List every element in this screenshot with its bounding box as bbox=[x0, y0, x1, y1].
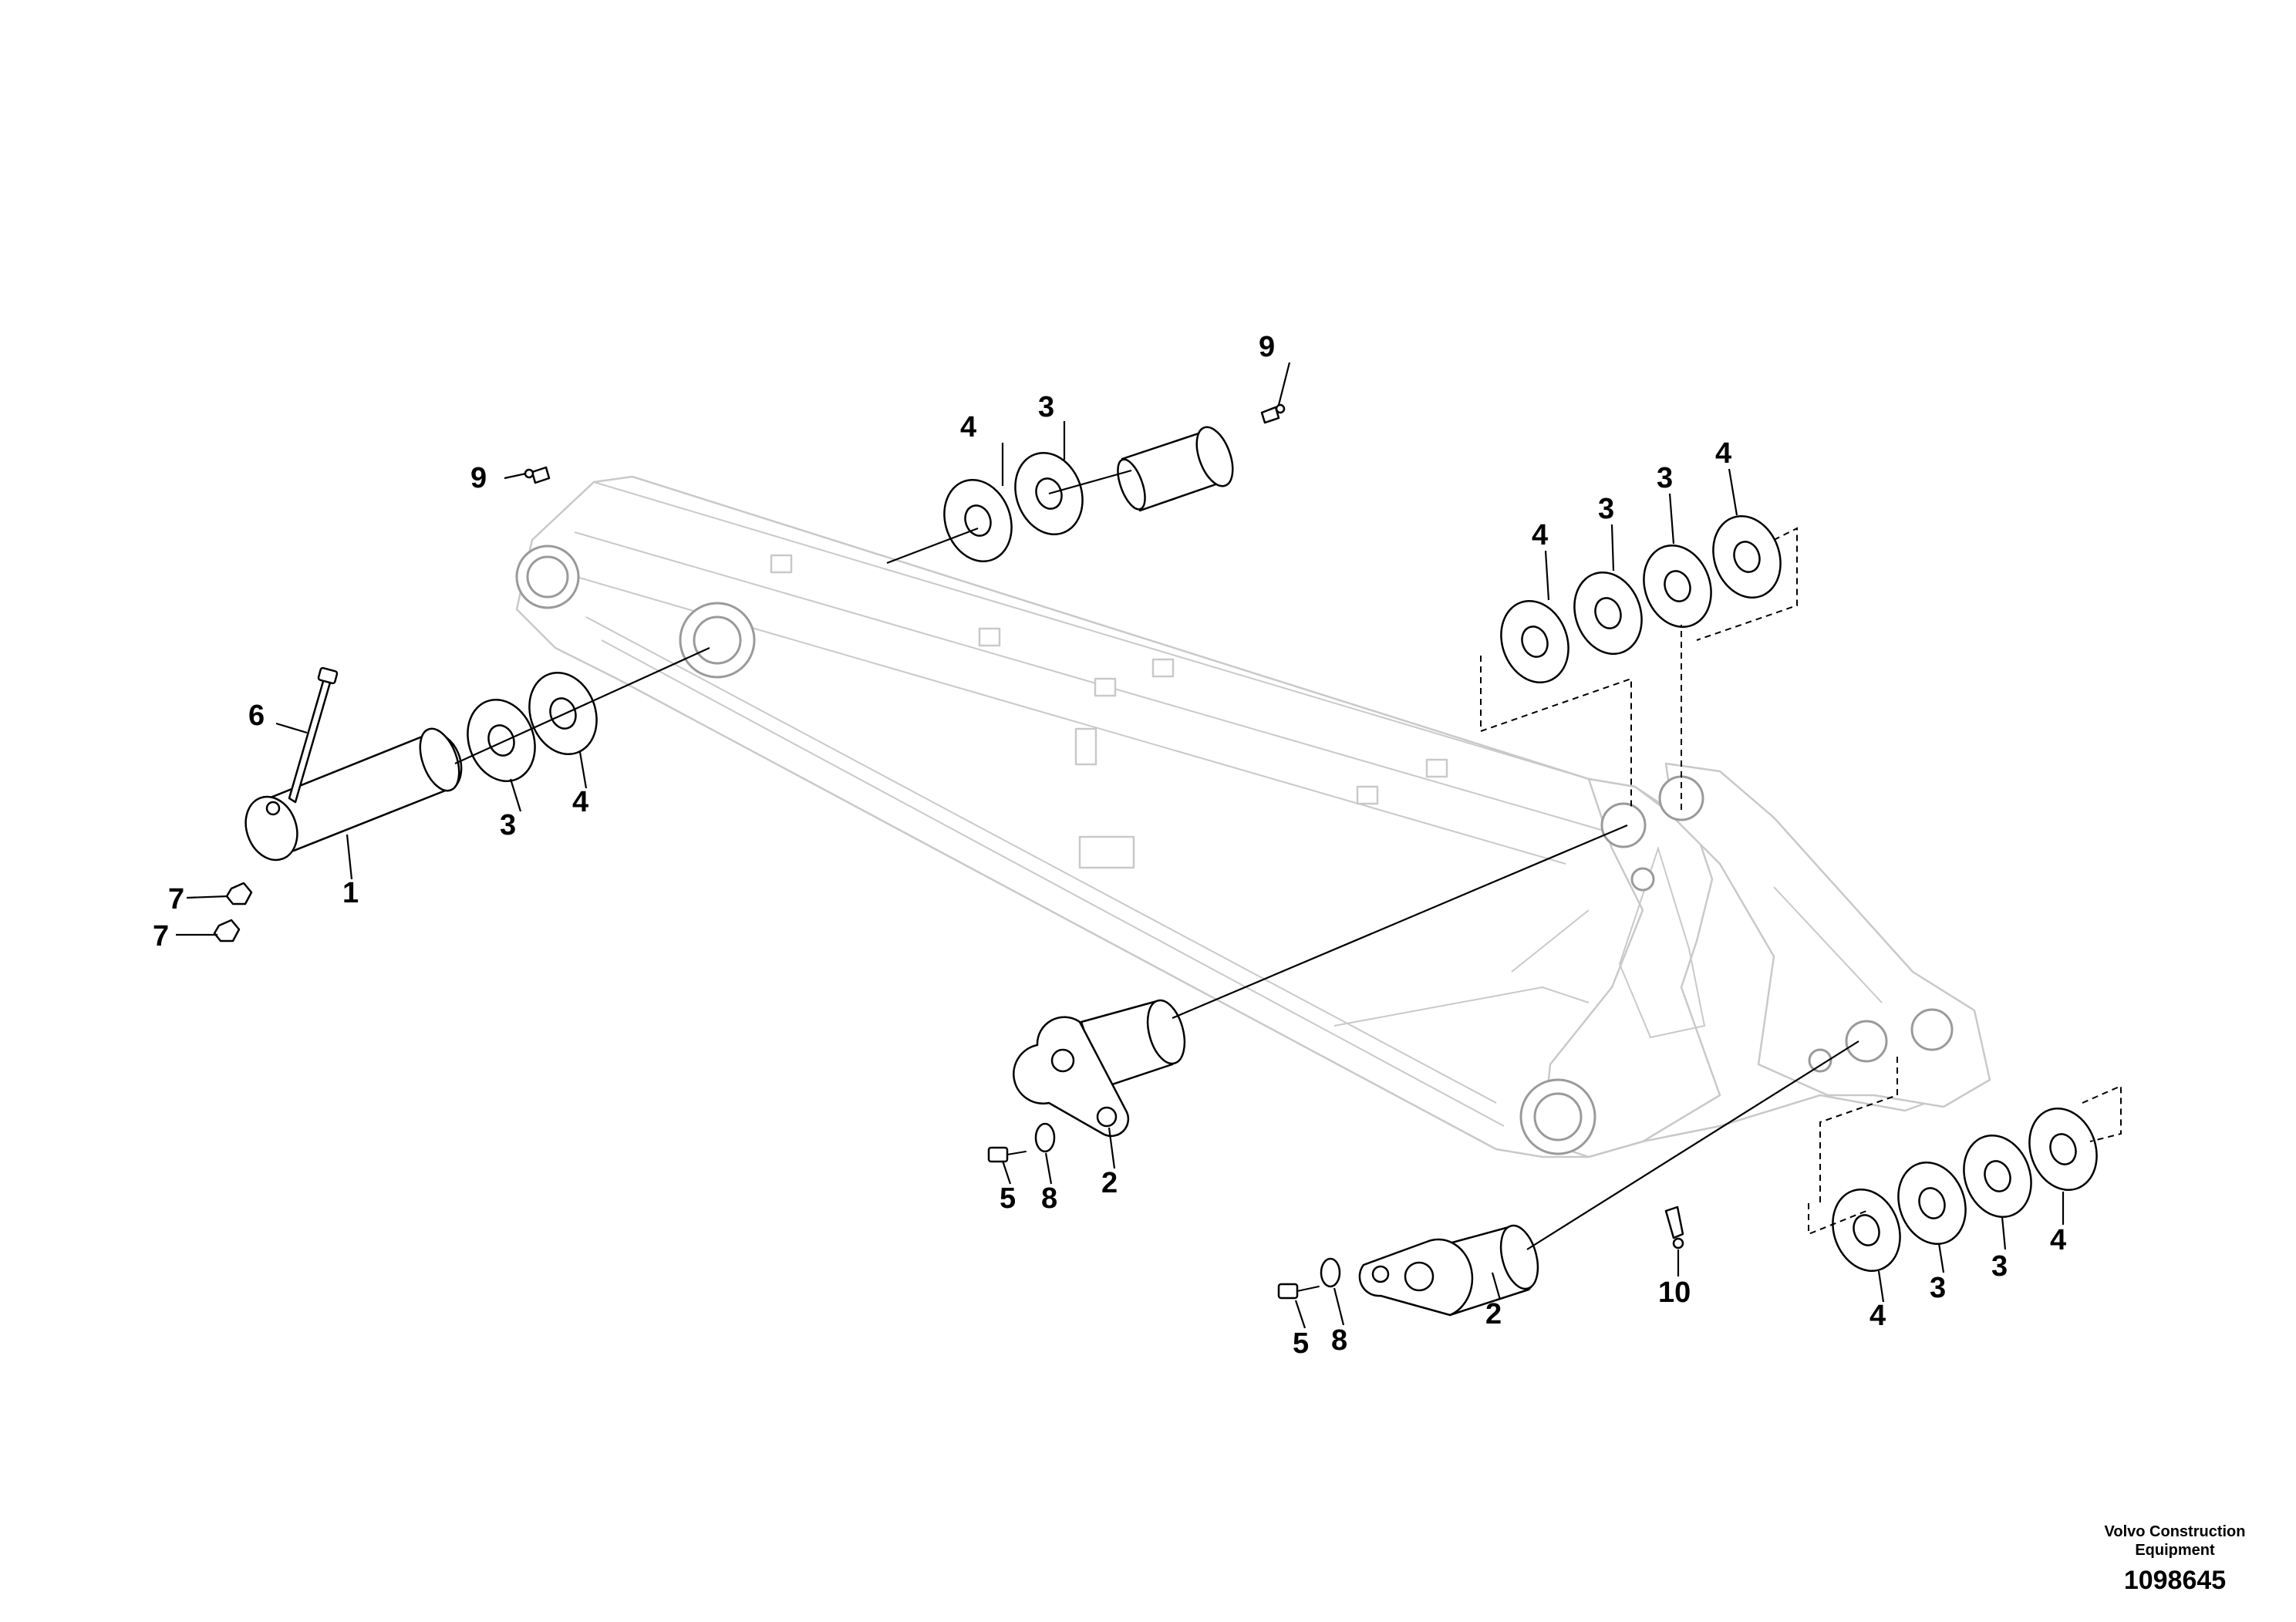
callout-3: 3 bbox=[1657, 462, 1673, 494]
callout-8: 8 bbox=[1041, 1182, 1057, 1215]
grease-fitting-10 bbox=[1664, 1206, 1684, 1249]
bolt-6 bbox=[288, 666, 339, 804]
callout-2: 2 bbox=[1485, 1298, 1502, 1330]
company-name-line2: Equipment bbox=[2135, 1542, 2215, 1559]
washers-right-lower bbox=[1832, 1108, 2098, 1272]
callout-3: 3 bbox=[1598, 493, 1614, 525]
callout-3: 3 bbox=[1991, 1250, 2008, 1283]
callout-labels: 9 3 4 9 6 3 4 1 7 7 4 3 3 4 5 8 2 2 10 5… bbox=[153, 331, 2066, 1360]
washers-top bbox=[943, 426, 1234, 562]
callout-3: 3 bbox=[1930, 1272, 1946, 1304]
pin-2-lower bbox=[1358, 1224, 1539, 1317]
pin-1 bbox=[244, 727, 463, 862]
callout-4: 4 bbox=[1532, 519, 1548, 551]
company-name-line1: Volvo Construction bbox=[2105, 1523, 2246, 1540]
callout-5: 5 bbox=[1000, 1182, 1016, 1215]
nut-7 bbox=[213, 882, 253, 943]
washers-left bbox=[467, 672, 598, 782]
callout-4: 4 bbox=[1870, 1300, 1886, 1332]
washer-8 bbox=[1034, 1122, 1341, 1288]
callout-3: 3 bbox=[500, 809, 516, 841]
callout-7: 7 bbox=[153, 920, 169, 953]
callout-4: 4 bbox=[960, 411, 976, 443]
pin-2-upper bbox=[1013, 999, 1186, 1138]
grease-fitting-9 bbox=[524, 403, 1286, 484]
callout-4: 4 bbox=[572, 786, 588, 818]
callout-5: 5 bbox=[1293, 1327, 1309, 1360]
callout-9: 9 bbox=[470, 462, 487, 494]
callout-1: 1 bbox=[342, 877, 359, 909]
callout-4: 4 bbox=[2050, 1224, 2066, 1256]
footer: Volvo Construction Equipment 1098645 bbox=[2105, 1523, 2246, 1595]
callout-3: 3 bbox=[1038, 391, 1054, 423]
callout-2: 2 bbox=[1101, 1167, 1118, 1199]
callout-10: 10 bbox=[1658, 1276, 1691, 1309]
bolt-5 bbox=[987, 1146, 1320, 1300]
drawing-number: 1098645 bbox=[2124, 1566, 2226, 1595]
callout-9: 9 bbox=[1259, 331, 1275, 363]
boom-arm bbox=[515, 475, 1991, 1158]
washers-right-upper bbox=[1500, 515, 1782, 683]
callout-7: 7 bbox=[168, 883, 184, 916]
callout-6: 6 bbox=[248, 700, 265, 732]
callout-4: 4 bbox=[1715, 437, 1731, 470]
callout-8: 8 bbox=[1331, 1324, 1347, 1357]
leader-lines bbox=[176, 362, 2122, 1329]
